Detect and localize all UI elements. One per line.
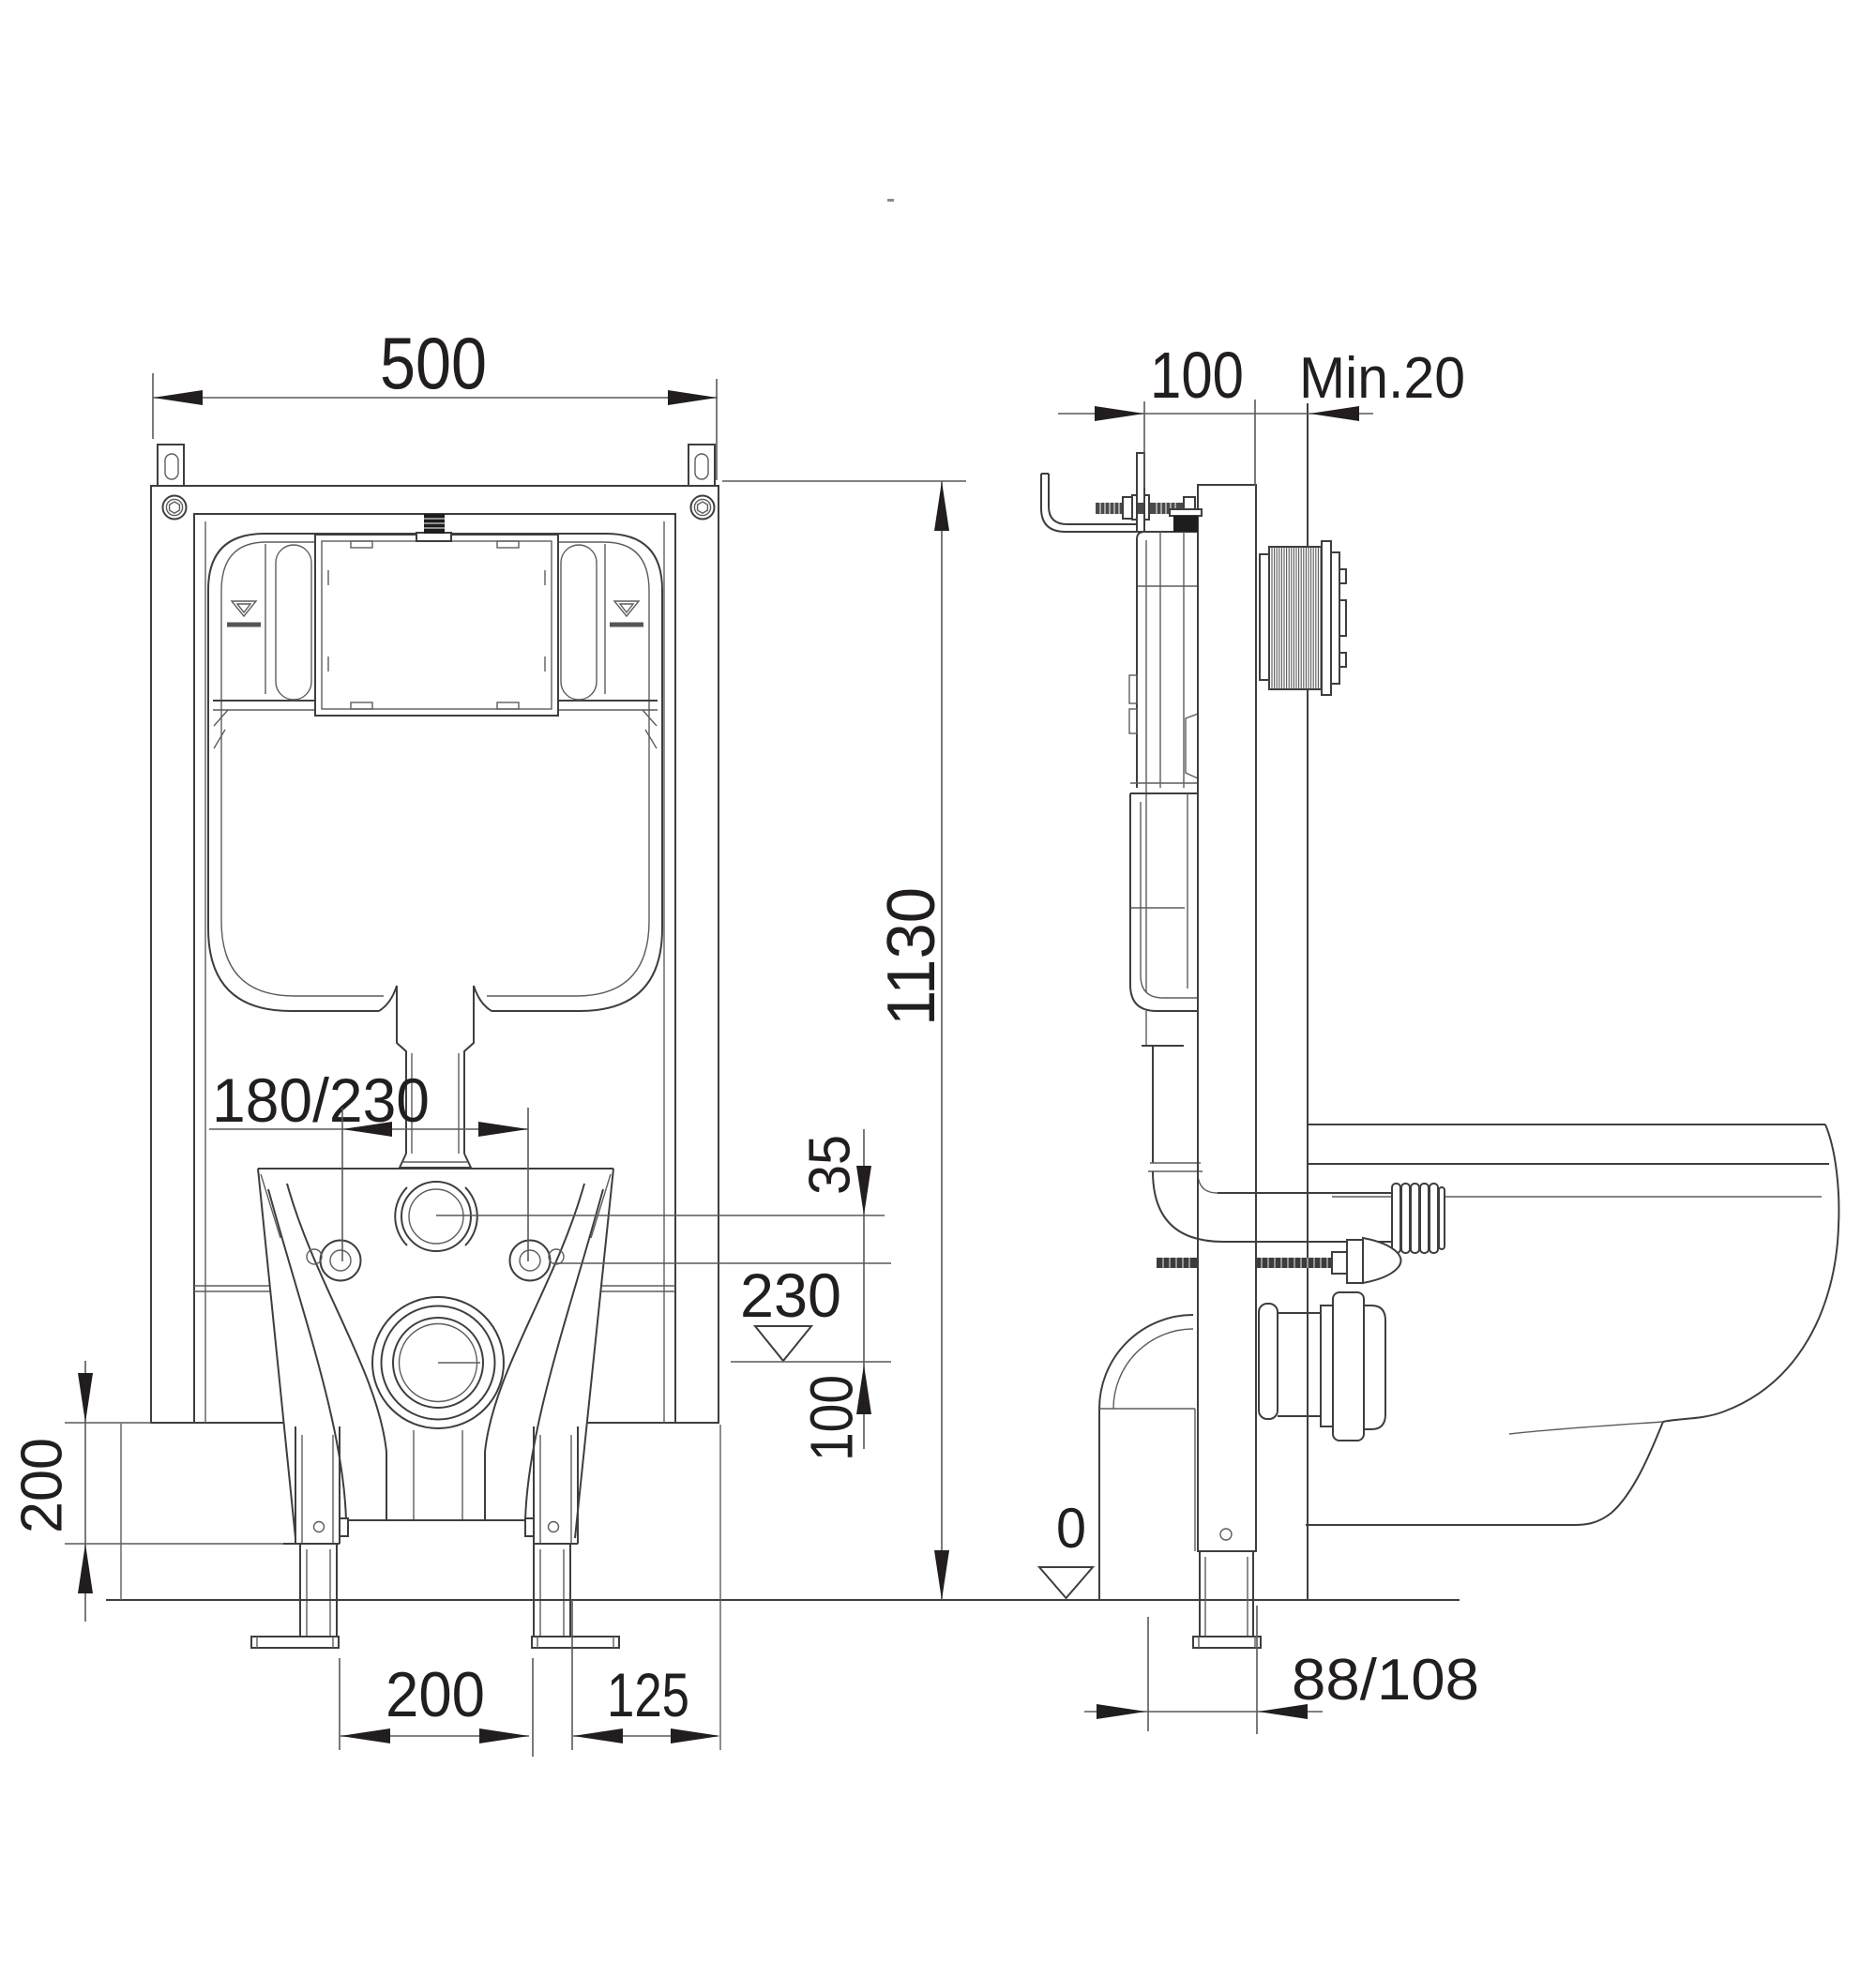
svg-text:100: 100	[797, 1375, 865, 1461]
svg-text:88/108: 88/108	[1292, 1648, 1479, 1713]
svg-text:Min.20: Min.20	[1299, 346, 1465, 411]
svg-text:35: 35	[798, 1135, 863, 1195]
svg-text:0: 0	[1056, 1497, 1086, 1560]
svg-text:200: 200	[386, 1659, 485, 1730]
svg-text:1130: 1130	[874, 887, 949, 1026]
svg-text:100: 100	[1150, 339, 1244, 412]
svg-text:125: 125	[607, 1660, 689, 1729]
svg-text:500: 500	[380, 322, 487, 404]
svg-text:230: 230	[740, 1260, 841, 1330]
svg-text:180/230: 180/230	[212, 1065, 430, 1135]
svg-text:200: 200	[10, 1438, 75, 1533]
